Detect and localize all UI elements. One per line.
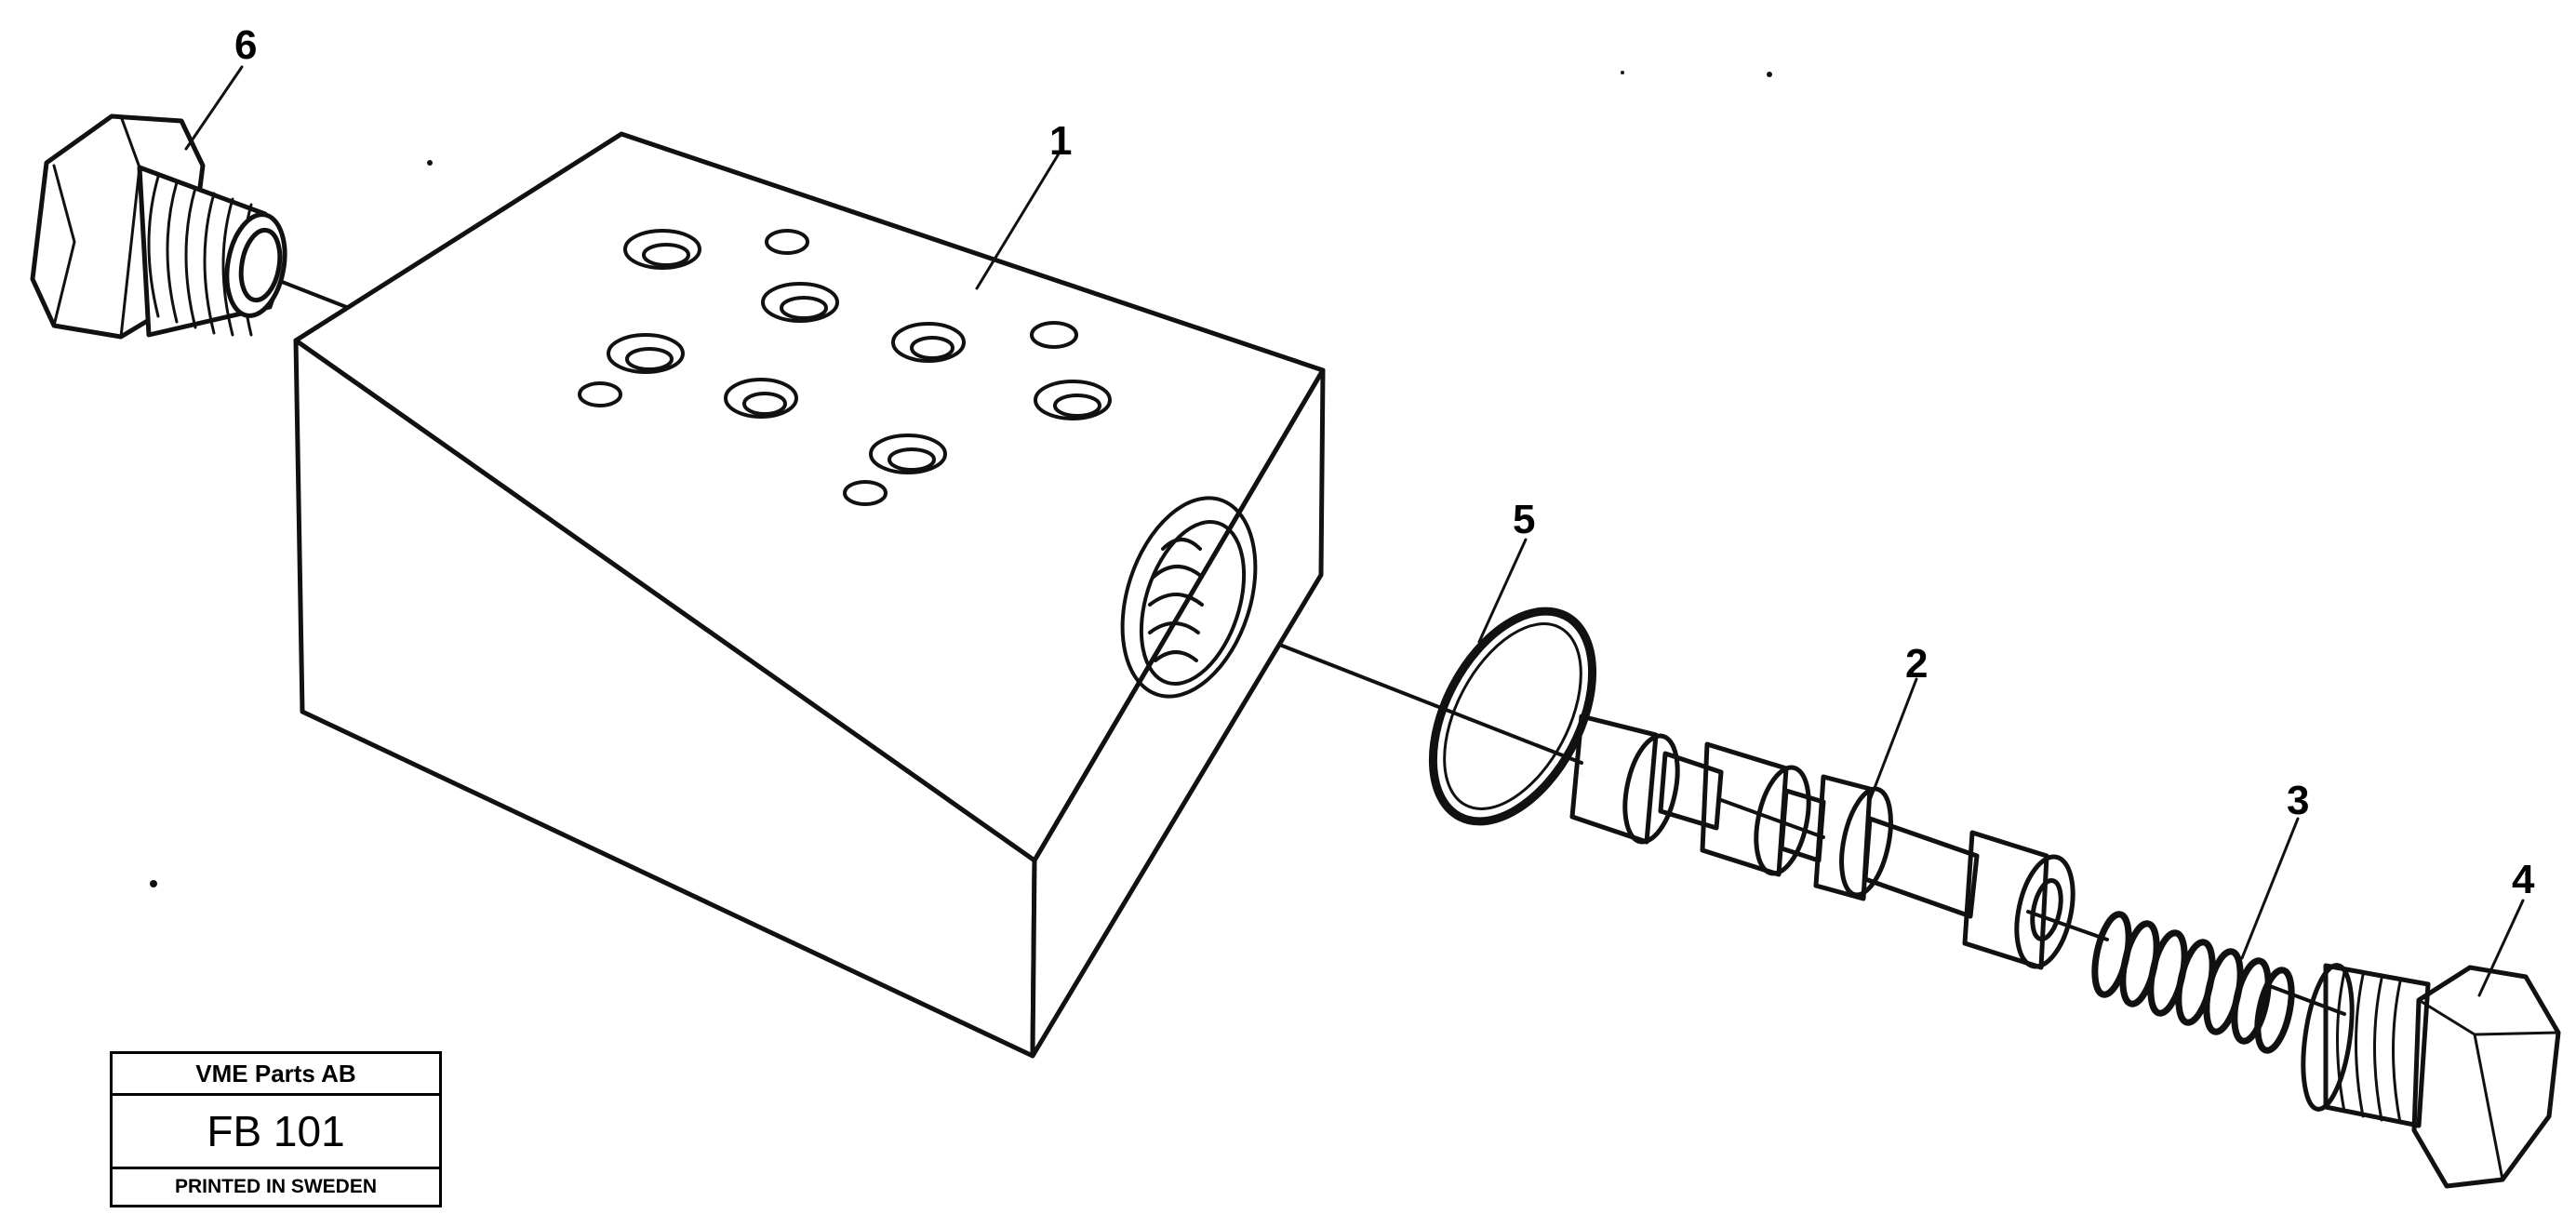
spring [2091, 911, 2295, 1054]
block-side-port [1120, 496, 1258, 699]
callout-2: 2 [1905, 641, 1928, 687]
spool [1569, 714, 2075, 970]
block-holes [578, 229, 1112, 506]
leader-lines [184, 65, 2525, 997]
o-ring [1428, 607, 1597, 826]
plug-right [2301, 963, 2561, 1189]
valve-block [293, 131, 1326, 1059]
callout-5: 5 [1513, 497, 1535, 542]
callout-3: 3 [2287, 778, 2309, 823]
scan-specks [150, 71, 1772, 887]
callout-1: 1 [1049, 118, 1072, 164]
title-block: VME Parts AB FB 101 PRINTED IN SWEDEN [110, 1051, 442, 1207]
callout-6: 6 [234, 22, 257, 68]
plug-left [30, 113, 287, 340]
printed-note: PRINTED IN SWEDEN [174, 1176, 377, 1197]
figure-code: FB 101 [113, 1096, 439, 1169]
company-name: VME Parts AB [113, 1054, 439, 1096]
callout-4: 4 [2512, 857, 2535, 902]
